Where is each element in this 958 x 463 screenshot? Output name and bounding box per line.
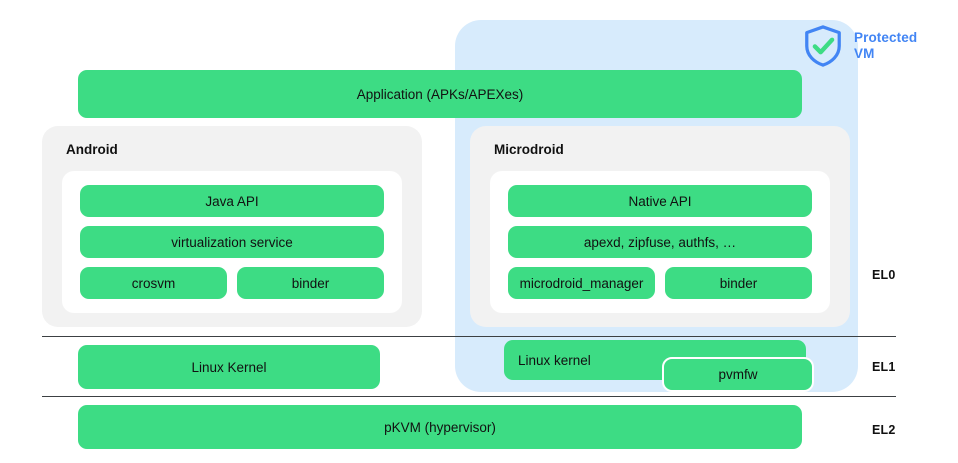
android-inner-panel: Java API virtualization service crosvm b… (62, 171, 402, 313)
microdroid-title: Microdroid (494, 142, 564, 157)
exception-level-el1: EL1 (872, 360, 896, 374)
android-crosvm: crosvm (80, 267, 227, 299)
android-virtualization-service: virtualization service (80, 226, 384, 258)
stack-row: crosvm binder (80, 267, 384, 299)
shield-check-icon (805, 25, 841, 67)
microdroid-native-api: Native API (508, 185, 812, 217)
stack-row: Java API (80, 185, 384, 217)
stack-row: apexd, zipfuse, authfs, … (508, 226, 812, 258)
android-stack: Java API virtualization service crosvm b… (80, 185, 384, 299)
microdroid-binder: binder (665, 267, 812, 299)
divider-el1-el2 (42, 396, 896, 397)
host-linux-kernel-bar: Linux Kernel (78, 345, 380, 389)
android-title: Android (66, 142, 118, 157)
protected-vm-label: Protected VM (854, 30, 918, 61)
stack-row: virtualization service (80, 226, 384, 258)
android-java-api: Java API (80, 185, 384, 217)
android-binder: binder (237, 267, 384, 299)
divider-el0-el1 (42, 336, 896, 337)
microdroid-inner-panel: Native API apexd, zipfuse, authfs, … mic… (490, 171, 830, 313)
exception-level-el2: EL2 (872, 423, 896, 437)
exception-level-el0: EL0 (872, 268, 896, 282)
microdroid-container: Microdroid Native API apexd, zipfuse, au… (470, 126, 850, 327)
microdroid-stack: Native API apexd, zipfuse, authfs, … mic… (508, 185, 812, 299)
microdroid-manager: microdroid_manager (508, 267, 655, 299)
stack-row: Native API (508, 185, 812, 217)
protected-vm-badge: Protected VM (802, 24, 922, 68)
pkvm-hypervisor-bar: pKVM (hypervisor) (78, 405, 802, 449)
android-container: Android Java API virtualization service … (42, 126, 422, 327)
application-bar: Application (APKs/APEXes) (78, 70, 802, 118)
stack-row: microdroid_manager binder (508, 267, 812, 299)
microdroid-daemons: apexd, zipfuse, authfs, … (508, 226, 812, 258)
pvmfw-bar: pvmfw (662, 357, 814, 392)
